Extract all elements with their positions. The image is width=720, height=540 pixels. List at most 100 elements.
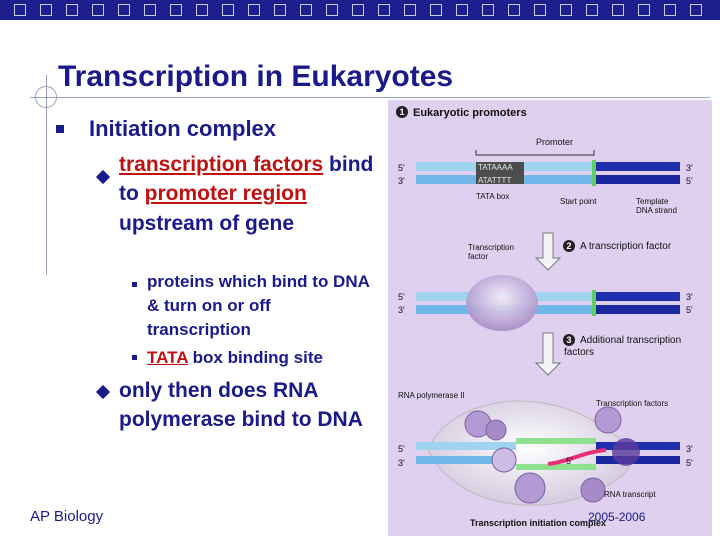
term-tata: TATA [147, 348, 188, 367]
sub-bullet-text: box binding site [187, 348, 323, 367]
dna-strand [416, 456, 516, 464]
bar-square [664, 4, 676, 16]
bullet-transcription-factors: transcription factors bind to promoter r… [119, 150, 379, 238]
five-prime: 5' [398, 444, 405, 454]
square-bullet [56, 125, 64, 133]
step2-badge [563, 240, 575, 252]
bar-square [170, 4, 182, 16]
bar-square [274, 4, 286, 16]
tf-blob [514, 472, 546, 504]
bullet-initiation-complex: Initiation complex [89, 116, 277, 141]
three-prime: 3' [686, 444, 693, 454]
bar-square [222, 4, 234, 16]
step3-label: factors [564, 347, 594, 358]
arrow-down-icon [534, 232, 562, 271]
bar-square [300, 4, 312, 16]
sub-bullet-tata: TATA box binding site [147, 346, 377, 370]
start-point-label: Start point [560, 197, 597, 206]
bar-square [196, 4, 208, 16]
term-transcription-factors: transcription factors [119, 153, 324, 176]
step3-badge [563, 334, 575, 346]
year-label: 2005-2006 [588, 510, 646, 524]
tf-label: factor [468, 252, 488, 261]
promoter-diagram: 1 Eukaryotic promoters Promoter TATAAAA … [396, 106, 693, 528]
bar-square [92, 4, 104, 16]
complex-label: Transcription initiation complex [470, 518, 606, 528]
dna-strand [596, 305, 680, 314]
arrow-down-icon [534, 332, 562, 376]
five-prime: 5' [686, 458, 693, 468]
rna-transcript-label: RNA transcript [604, 490, 656, 499]
bar-square [638, 4, 650, 16]
title-crosshair-circle [35, 86, 57, 108]
dna-strand [596, 162, 680, 171]
bar-square [456, 4, 468, 16]
eukaryotic-promoter-figure: 1 Eukaryotic promoters Promoter TATAAAA … [388, 100, 712, 536]
bar-square [66, 4, 78, 16]
bar-square [248, 4, 260, 16]
step1-label: Eukaryotic promoters [413, 107, 527, 119]
rna-pol-label: RNA polymerase II [398, 391, 465, 400]
title-rule [30, 97, 710, 98]
small-square-bullet [132, 355, 137, 360]
bar-square [482, 4, 494, 16]
template-label: DNA strand [636, 206, 677, 215]
five-prime: 5' [398, 163, 405, 173]
tf-blob [485, 419, 507, 441]
tata-bottom-seq: ATATTTT [478, 176, 511, 185]
promoter-bracket [475, 150, 595, 156]
open-dna-strand [516, 464, 596, 470]
slide-title: Transcription in Eukaryotes [58, 60, 454, 93]
tata-box-label: TATA box [476, 192, 509, 201]
bar-square [40, 4, 52, 16]
five-prime: 5' [398, 292, 405, 302]
tf-label: Transcription [468, 243, 514, 252]
bar-square [326, 4, 338, 16]
tf-blob [612, 438, 640, 466]
transcription-factor-blob [466, 275, 538, 331]
tf-blob [594, 406, 622, 434]
three-prime: 3' [398, 458, 405, 468]
step3-number: 3 [566, 335, 571, 345]
bar-square [378, 4, 390, 16]
small-square-bullet [132, 282, 137, 287]
bar-square [612, 4, 624, 16]
three-prime: 3' [686, 163, 693, 173]
bar-square [144, 4, 156, 16]
bar-square [508, 4, 520, 16]
dna-strand [596, 175, 680, 184]
start-point-mark [592, 160, 596, 186]
step1-number: 1 [399, 107, 404, 117]
bar-square [14, 4, 26, 16]
start-point-mark [592, 290, 596, 316]
bar-square [430, 4, 442, 16]
step2-number: 2 [566, 241, 571, 251]
bar-square [352, 4, 364, 16]
sub-bullet-proteins: proteins which bind to DNA & turn on or … [147, 272, 370, 339]
title-vertical-rule [46, 75, 47, 275]
dna-strand [596, 292, 680, 301]
three-prime: 3' [686, 292, 693, 302]
footer-course: AP Biology [30, 508, 104, 525]
diamond-bullet [95, 169, 111, 185]
tf-blob [580, 477, 606, 503]
bullet-text: upstream of gene [119, 211, 295, 235]
bar-square [690, 4, 702, 16]
template-label: Template [636, 197, 669, 206]
bar-square [560, 4, 572, 16]
promoter-label: Promoter [536, 137, 573, 147]
term-promoter-region: promoter region [144, 182, 307, 206]
bar-square [404, 4, 416, 16]
step3-label: Additional transcription [580, 335, 681, 346]
dna-strand [596, 456, 680, 464]
bullet-text: bind to [119, 153, 374, 206]
diamond-bullet [95, 384, 111, 400]
top-bar [0, 0, 720, 20]
five-prime: 5' [686, 176, 693, 186]
bar-square [534, 4, 546, 16]
open-dna-strand [516, 438, 596, 444]
step2-label: A transcription factor [580, 241, 672, 252]
bar-square [586, 4, 598, 16]
three-prime: 3' [398, 176, 405, 186]
three-prime: 3' [398, 305, 405, 315]
